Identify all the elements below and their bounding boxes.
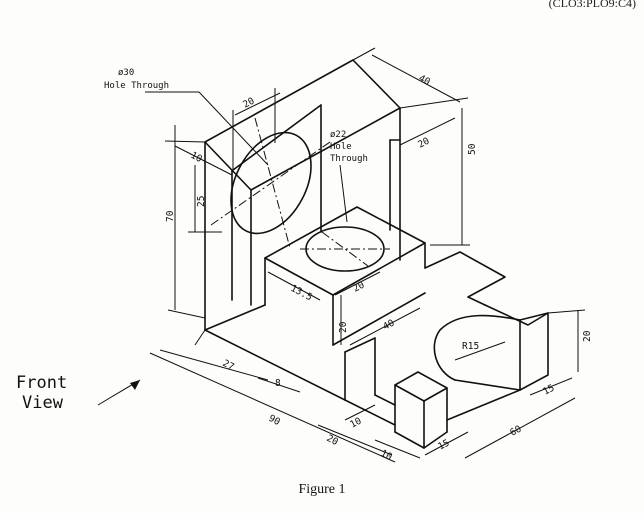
- front-view-label-b: View: [22, 393, 64, 413]
- front-view-label-a: Front: [16, 373, 67, 393]
- dim-10-slot: 10: [348, 415, 364, 430]
- front-view-arrow: [97, 379, 141, 406]
- hole22-leader: [339, 164, 348, 223]
- hole22-label-a: ø22: [330, 130, 346, 140]
- r15-leader: [454, 341, 506, 361]
- base-plate: [204, 251, 549, 426]
- hole30-label-b: Hole Through: [104, 81, 169, 91]
- dim-15-bottom: 15: [436, 438, 451, 453]
- dim-40-top: 40: [417, 73, 433, 88]
- dim-50: 50: [467, 143, 478, 155]
- dim-10-bottom: 10: [379, 448, 395, 463]
- dim-25: 25: [196, 196, 207, 207]
- dim-20-right-upper: 20: [416, 135, 432, 150]
- dim-13-5: 13.5: [289, 283, 314, 303]
- hole22-label-c: Through: [330, 154, 368, 164]
- center-block: [204, 206, 426, 346]
- hole30-label-a: ø30: [118, 68, 134, 78]
- dim-20-right: 20: [582, 330, 593, 342]
- dim-60: 60: [508, 423, 524, 438]
- dimension-lines: [149, 47, 586, 463]
- dim-70: 70: [165, 210, 176, 222]
- dim-20-top: 20: [241, 95, 257, 110]
- dim-90: 90: [267, 413, 283, 428]
- hole-22: [300, 226, 390, 272]
- dim-8: 8: [275, 378, 281, 389]
- dim-10-left: 10: [189, 150, 205, 165]
- dim-20-slot: 20: [325, 433, 341, 448]
- dim-20-vertical: 20: [338, 321, 349, 333]
- clo-code: (CLO3:PLO9:C4): [548, 0, 636, 10]
- hole-30: [210, 117, 331, 249]
- figure-caption: Figure 1: [298, 482, 346, 497]
- dim-27: 27: [221, 358, 236, 373]
- hole22-label-b: Hole: [330, 142, 352, 152]
- dim-15-right: 15: [541, 383, 556, 398]
- dim-r15: R15: [462, 341, 479, 352]
- dim-40-mid: 40: [381, 317, 397, 332]
- front-lug: [394, 371, 521, 449]
- hole30-leader-b: [198, 91, 269, 166]
- dim-20-block: 20: [351, 279, 367, 294]
